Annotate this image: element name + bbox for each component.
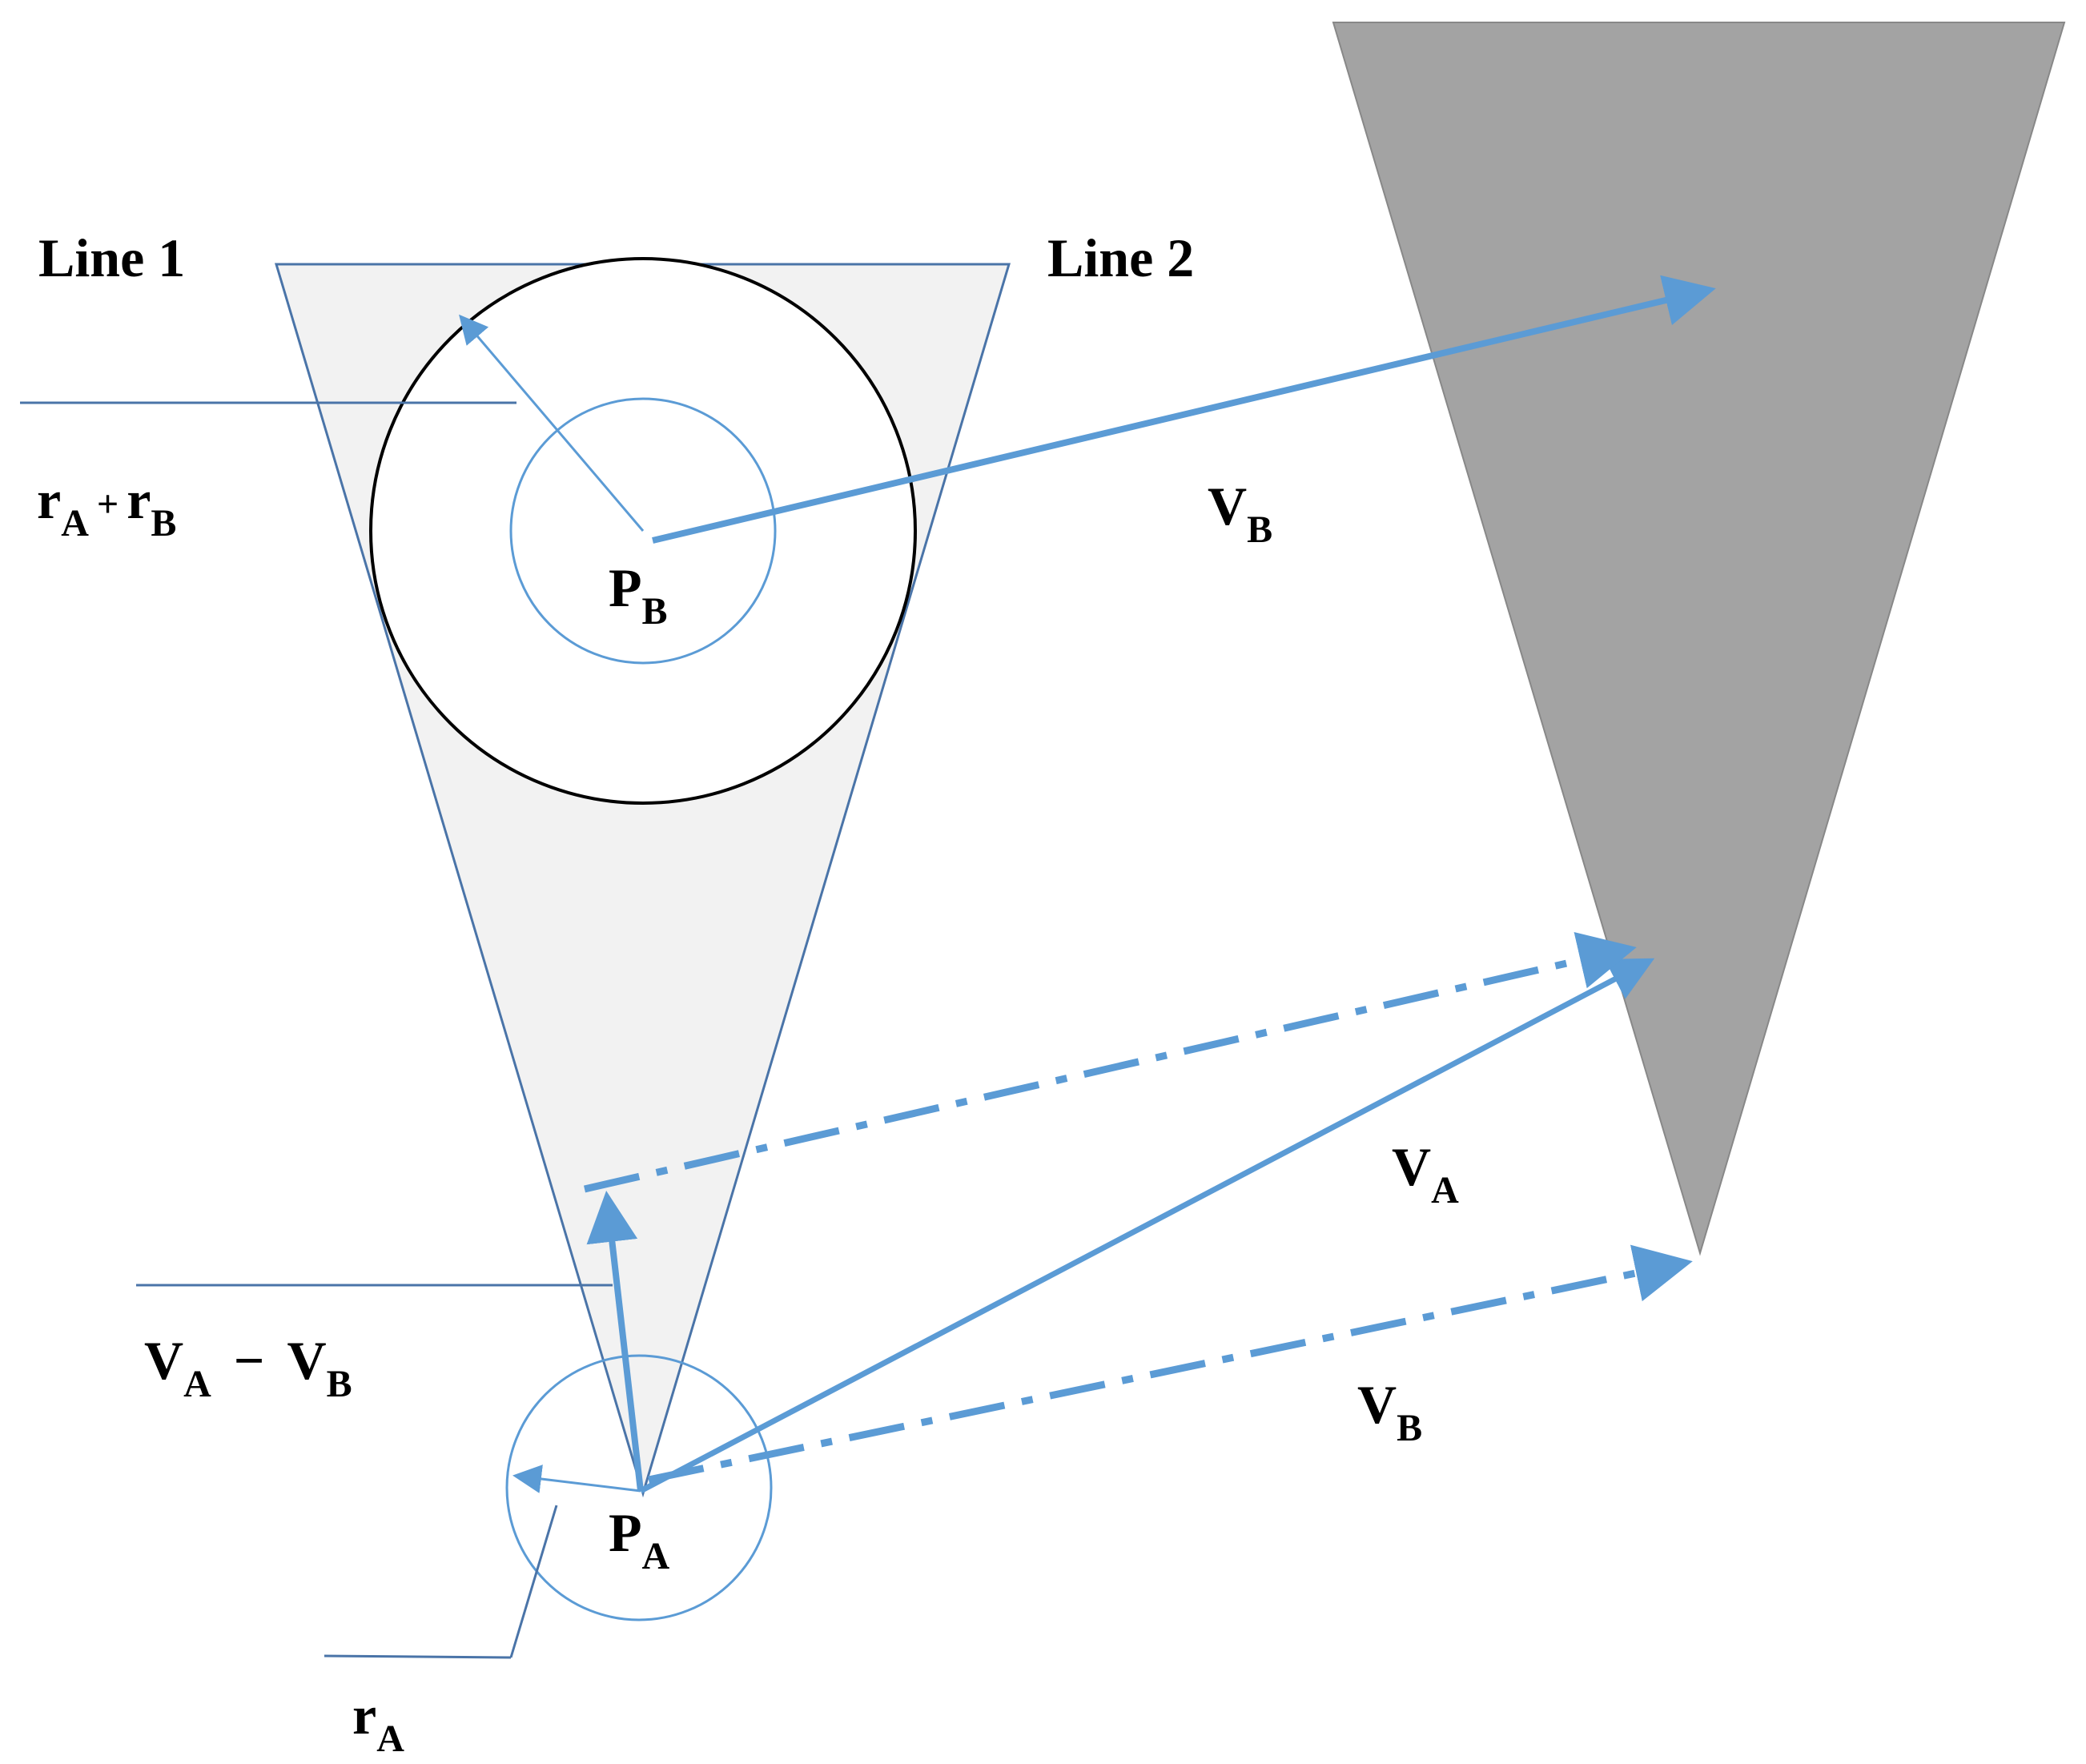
agent-b-circle (509, 397, 777, 665)
agent-a-circle (505, 1354, 773, 1621)
relative-velocity-arrow (586, 1191, 644, 1492)
ra-label: rA (352, 1685, 404, 1760)
relative-velocity-label: VA−VB (144, 1330, 352, 1405)
ra-leader-horizontal (324, 1654, 512, 1659)
vb-top-label: VB (1208, 476, 1273, 551)
vb-bottom-label: VB (1357, 1374, 1423, 1449)
vb-arrow (652, 275, 1716, 544)
pb-label: PB (609, 557, 668, 633)
pa-label: PA (609, 1502, 670, 1577)
line1-label: Line 1 (38, 227, 186, 288)
ra-leader-diagonal (509, 1505, 558, 1658)
va-arrow (639, 958, 1655, 1494)
sum-radius-arrow (459, 314, 645, 532)
line2-label: Line 2 (1047, 227, 1195, 288)
vb-translated-dashed-arrow (583, 932, 1637, 1193)
ra-radius-arrow (512, 1465, 641, 1493)
shifted-collision-cone (1332, 22, 2066, 1256)
vb-from-pa-dashed-arrow (648, 1244, 1693, 1484)
sum-radius-label: rA+rB (37, 469, 177, 544)
va-label: VA (1392, 1136, 1459, 1211)
